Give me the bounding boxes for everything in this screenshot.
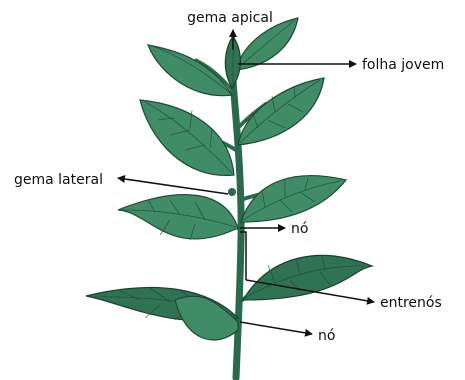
arrow-node-bottom <box>240 322 312 334</box>
label-node-bottom: nó <box>318 328 335 344</box>
leaf-lower-left-2 <box>175 296 238 340</box>
leaf-middle-right <box>241 176 346 222</box>
leaf-lower-right <box>243 255 372 300</box>
leaf-top-left <box>148 45 232 96</box>
lateral-bud <box>228 188 236 196</box>
leaf-upper-right <box>238 78 324 145</box>
label-node-top: nó <box>291 221 308 237</box>
leaf-upper-left <box>140 100 234 175</box>
leaf-middle-left <box>118 195 238 240</box>
label-internode: entrenós <box>380 295 442 311</box>
arrow-lateral-bud <box>118 178 228 194</box>
label-apical-bud: gema apical <box>187 10 273 26</box>
label-young-leaf: folha jovem <box>362 57 444 73</box>
label-lateral-bud: gema lateral <box>14 172 103 188</box>
